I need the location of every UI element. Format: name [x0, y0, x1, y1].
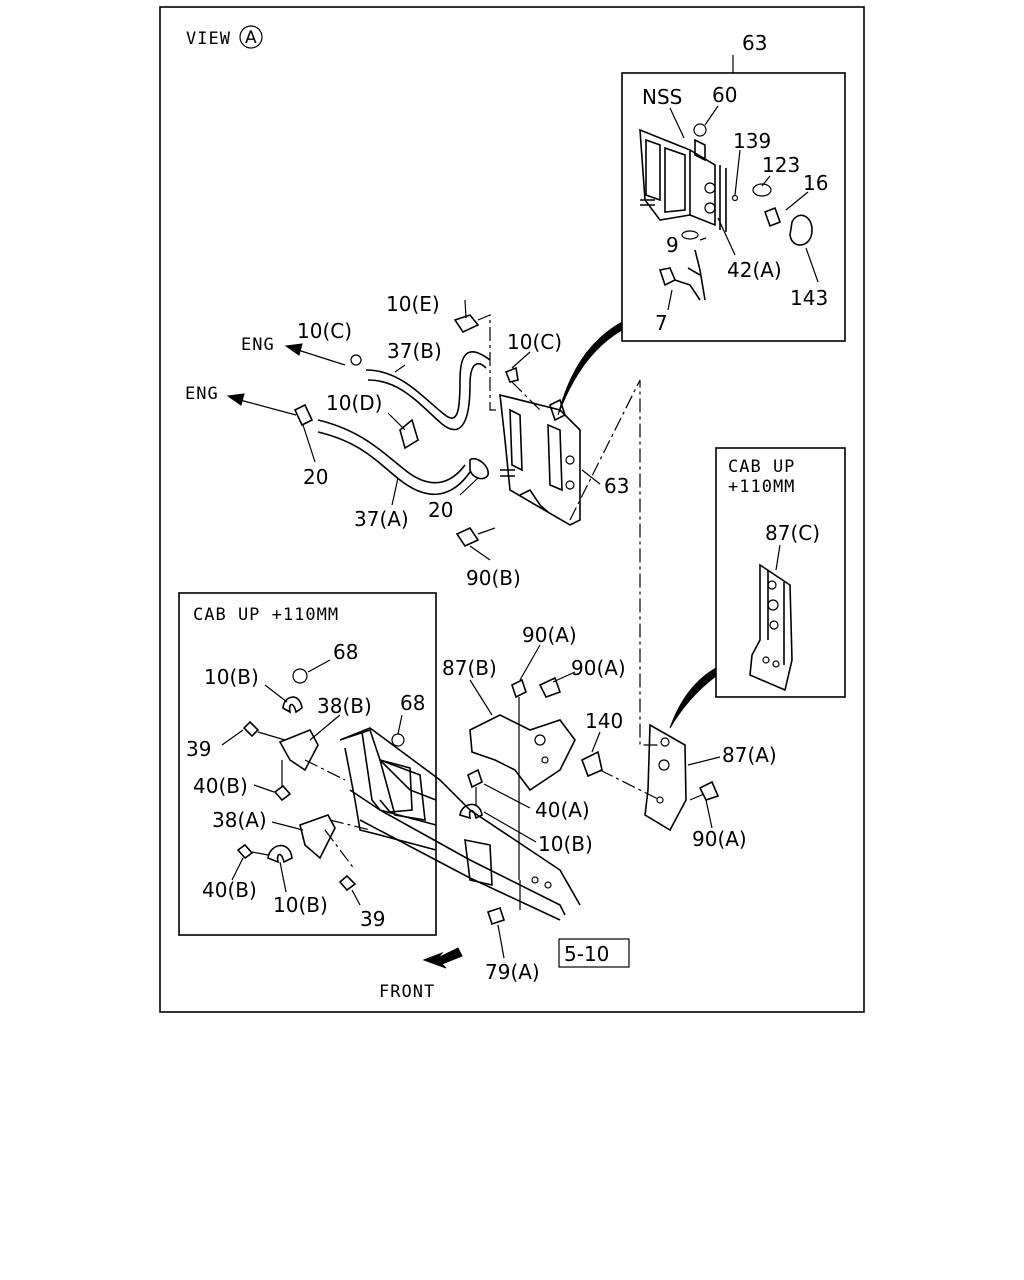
label-140: 140: [585, 709, 623, 733]
inset-label-10b-top: 10(B): [204, 665, 259, 689]
label-139: 139: [733, 129, 771, 153]
label-20-left: 20: [303, 465, 328, 489]
svg-text:5-10: 5-10: [564, 942, 609, 966]
view-title: VIEW: [186, 29, 231, 49]
reference-box-5-10: 5-10: [558, 938, 630, 968]
label-7: 7: [655, 311, 668, 335]
hose-37b: [365, 351, 491, 431]
outer-frame: [159, 6, 865, 1013]
inset-label-10b-bottom: 10(B): [273, 893, 328, 917]
label-20-mid: 20: [428, 498, 453, 522]
label-143: 143: [790, 286, 828, 310]
label-123: 123: [762, 153, 800, 177]
label-90a-mid: 90(A): [571, 656, 626, 680]
inset-label-68-right: 68: [400, 691, 425, 715]
label-9: 9: [666, 233, 679, 257]
label-87b: 87(B): [442, 656, 497, 680]
label-87c: 87(C): [765, 521, 820, 545]
label-nss: NSS: [642, 85, 682, 109]
inset-label-39-top: 39: [186, 737, 211, 761]
label-10b-main: 10(B): [538, 832, 593, 856]
front-arrow: FRONT: [379, 947, 463, 1002]
label-87a: 87(A): [722, 743, 777, 767]
inset-right-title-1: CAB UP: [728, 457, 795, 477]
eng-label-lower: ENG: [185, 384, 219, 404]
label-10c-left: 10(C): [297, 319, 352, 343]
hose-37a: [317, 419, 471, 495]
eng-arrow-upper: ENG: [241, 335, 346, 366]
label-90b: 90(B): [466, 566, 521, 590]
chassis-rail: [339, 727, 581, 921]
inset-right-title-2: +110MM: [728, 477, 795, 497]
label-63-main: 63: [604, 474, 629, 498]
inset-leader-top: [557, 321, 623, 416]
inset-label-40b-top: 40(B): [193, 774, 248, 798]
label-90a-right: 90(A): [692, 827, 747, 851]
bracket-87a: [644, 723, 687, 832]
inset-top-right: 63 NSS 60 139 123 16 9 42(A): [621, 31, 846, 342]
inset-label-40b-bottom: 40(B): [202, 878, 257, 902]
label-37a: 37(A): [354, 507, 409, 531]
front-label: FRONT: [379, 982, 435, 1002]
label-40a: 40(A): [535, 798, 590, 822]
inset-callout-63: 63: [742, 31, 767, 55]
inset-label-38a: 38(A): [212, 808, 267, 832]
eng-arrow-lower: ENG: [185, 384, 297, 416]
label-42a: 42(A): [727, 258, 782, 282]
inset-leader-right: [669, 667, 717, 729]
label-16: 16: [803, 171, 828, 195]
inset-label-39-bottom: 39: [360, 907, 385, 931]
label-37b: 37(B): [387, 339, 442, 363]
inset-left-title: CAB UP +110MM: [193, 605, 339, 625]
view-marker: A: [239, 25, 263, 49]
bracket-87b: [469, 676, 576, 880]
label-10e: 10(E): [386, 292, 440, 316]
inset-right: CAB UP +110MM 87(C): [715, 447, 846, 698]
label-90a-top: 90(A): [522, 623, 577, 647]
label-10c-right: 10(C): [507, 330, 562, 354]
label-10d: 10(D): [326, 391, 382, 415]
inset-label-38b: 38(B): [317, 694, 372, 718]
svg-text:A: A: [245, 28, 257, 48]
eng-label-upper: ENG: [241, 335, 275, 355]
inset-label-68-top: 68: [333, 640, 358, 664]
label-79a: 79(A): [485, 960, 540, 984]
fuel-filter-assembly: [499, 393, 581, 526]
label-60: 60: [712, 83, 737, 107]
inset-left: CAB UP +110MM 68 10(B) 38(B) 68: [178, 592, 437, 936]
